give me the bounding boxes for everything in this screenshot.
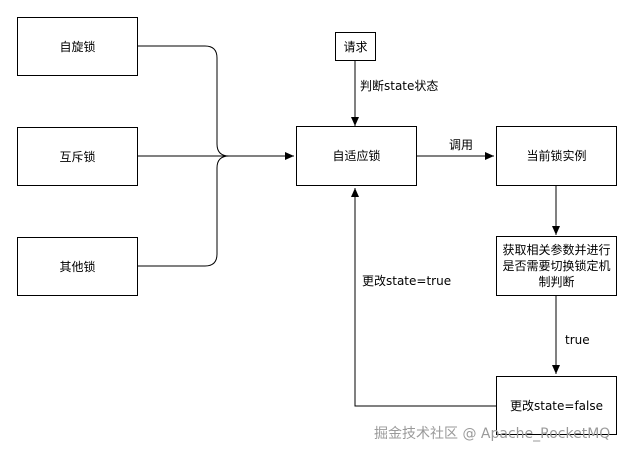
node-current-lock-instance: 当前锁实例 <box>496 126 617 186</box>
node-set-state-false: 更改state=false <box>496 376 617 435</box>
node-other-lock: 其他锁 <box>17 237 138 296</box>
node-check-params: 获取相关参数并进行是否需要切换锁定机制判断 <box>496 236 617 296</box>
label-judge-state: 判断state状态 <box>360 79 439 93</box>
node-adaptive-lock: 自适应锁 <box>296 126 417 186</box>
label-true: true <box>565 333 590 347</box>
edge-spin-to-adaptive <box>137 45 230 157</box>
label-set-state-true: 更改state=true <box>362 274 452 288</box>
node-spin-lock: 自旋锁 <box>17 17 138 76</box>
node-mutex-lock: 互斥锁 <box>17 127 138 186</box>
node-request: 请求 <box>335 32 376 61</box>
edge-other-to-adaptive <box>137 155 230 267</box>
label-invoke: 调用 <box>449 138 474 152</box>
edge-setfalse-to-adaptive <box>351 188 496 407</box>
watermark: 掘金技术社区 @ Apache_RocketMQ <box>374 426 611 442</box>
